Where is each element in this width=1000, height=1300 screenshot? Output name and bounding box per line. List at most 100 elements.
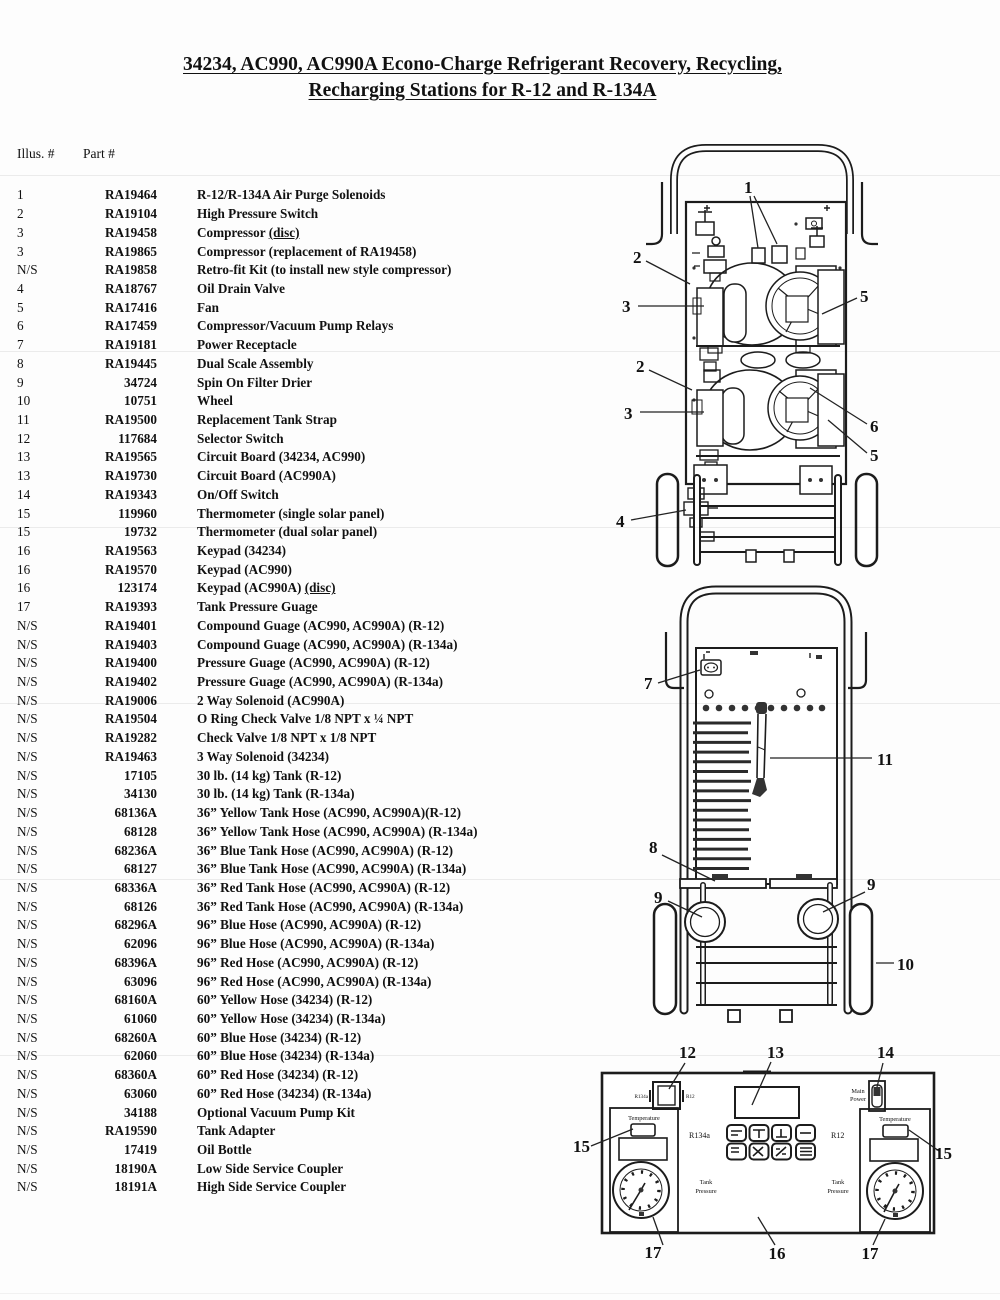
cell-illus-number: 10 [17, 393, 31, 409]
cell-part-number: 68296A [114, 917, 158, 933]
wheel [652, 902, 678, 1016]
left-gauge-module [609, 1107, 679, 1233]
cell-illus-number: N/S [17, 786, 38, 802]
relay [785, 351, 821, 369]
selector-label-r12: R12 [686, 1094, 695, 1100]
cell-illus-number: N/S [17, 805, 38, 821]
tank-pressure-label-line2: Pressure [827, 1188, 849, 1195]
cell-part-number: 68160A [114, 992, 158, 1008]
cell-part-number: RA19181 [104, 337, 157, 353]
callout-13: 13 [767, 1043, 784, 1062]
cell-part-number: 68336A [114, 879, 158, 895]
cell-illus-number: N/S [17, 936, 38, 952]
cell-part-number: RA19464 [104, 187, 157, 203]
cell-illus-number: 5 [17, 299, 24, 315]
cell-description: Oil Drain Valve [197, 280, 285, 296]
table-row: N/S 62096 96” Blue Hose (AC990, AC990A) (R… [17, 935, 477, 954]
lower-frame [693, 474, 842, 566]
cell-illus-number: N/S [17, 692, 38, 708]
cell-description: 30 lb. (14 kg) Tank (R-134a) [197, 786, 355, 802]
cell-illus-number: N/S [17, 1179, 38, 1195]
cell-part-number: 63096 [124, 973, 157, 989]
cell-illus-number: N/S [17, 898, 38, 914]
callout-8: 8 [649, 838, 658, 857]
cell-description: Pressure Guage (AC990, AC990A) (R-12) [197, 655, 430, 671]
callout-7: 7 [644, 674, 653, 693]
cell-description: 96” Red Hose (AC990, AC990A) (R-12) [197, 954, 419, 970]
callout-9: 9 [867, 875, 876, 894]
cell-part-number: RA19565 [104, 449, 157, 465]
cell-part-number: 119960 [118, 505, 157, 521]
relay [740, 351, 776, 369]
callout-12: 12 [679, 1043, 696, 1062]
cell-part-number: RA17416 [104, 299, 157, 315]
cell-illus-number: 16 [17, 561, 31, 577]
filter-drier [684, 901, 726, 943]
cell-description: 96” Blue Hose (AC990, AC990A) (R-134a) [197, 936, 435, 952]
cell-illus-number: N/S [17, 1067, 38, 1083]
cell-illus-number: N/S [17, 973, 38, 989]
air-purge-solenoid [751, 247, 766, 264]
cell-part-number: RA19570 [104, 561, 157, 577]
cell-illus-number: 14 [17, 486, 31, 502]
cell-description: Circuit Board (AC990A) [197, 468, 336, 484]
cell-description: 30 lb. (14 kg) Tank (R-12) [197, 767, 342, 783]
cell-illus-number: 13 [17, 468, 31, 484]
cell-part-number: 63060 [124, 1085, 157, 1101]
thermometer-display [618, 1137, 668, 1161]
cell-illus-number: N/S [17, 730, 38, 746]
cell-part-number: RA19445 [104, 355, 157, 371]
tank-pressure-gauge [612, 1161, 670, 1219]
cell-description: Dual Scale Assembly [197, 355, 314, 371]
cell-illus-number: N/S [17, 748, 38, 764]
cell-part-number: 62096 [124, 936, 157, 952]
column-header-part: Part # [83, 146, 115, 161]
callout-11: 11 [877, 750, 893, 769]
main-power-label-line1: Main [851, 1088, 865, 1095]
cell-part-number: 18190A [114, 1160, 158, 1176]
cell-illus-number: 3 [17, 243, 24, 259]
cell-part-number: 68360A [114, 1067, 158, 1083]
cell-description: 36” Blue Tank Hose (AC990, AC990A) (R-13… [197, 861, 467, 877]
cell-part-number: RA18767 [104, 280, 157, 296]
cell-part-number: RA19730 [104, 468, 157, 484]
cell-description: Wheel [197, 393, 233, 409]
callout-15: 15 [573, 1137, 590, 1156]
cell-illus-number: 17 [17, 599, 31, 615]
power-receptacle [700, 659, 722, 676]
lcd-display [734, 1086, 800, 1119]
cell-description: Tank Pressure Guage [197, 599, 318, 615]
wheel [848, 902, 874, 1016]
keypad-button [795, 1124, 816, 1142]
cell-description: Pressure Guage (AC990, AC990A) (R-134a) [197, 674, 444, 690]
cell-description: 36” Yellow Tank Hose (AC990, AC990A)(R-1… [197, 805, 461, 821]
cell-illus-number: N/S [17, 954, 38, 970]
cell-description: Thermometer (dual solar panel) [197, 524, 378, 540]
cell-illus-number: N/S [17, 992, 38, 1008]
table-header: Illus. # Part # [17, 146, 115, 162]
right-gauge-module [859, 1108, 931, 1233]
selector-switch [649, 1081, 684, 1110]
cell-part-number: 19732 [124, 524, 157, 540]
cell-description: Low Side Service Coupler [197, 1160, 344, 1176]
temperature-label: Temperature [628, 1115, 660, 1122]
accumulator-cylinder [723, 283, 747, 343]
cell-illus-number: N/S [17, 1123, 38, 1139]
cell-description: 60” Yellow Hose (34234) (R-12) [197, 992, 373, 1008]
cell-part-number: 68236A [114, 842, 158, 858]
cell-description: Compound Guage (AC990, AC990A) (R-134a) [197, 636, 458, 652]
vent-slats [693, 721, 751, 870]
cell-illus-number: 13 [17, 449, 31, 465]
cell-description: Keypad (AC990A) (disc) [197, 580, 336, 596]
cell-description: 36” Red Tank Hose (AC990, AC990A) (R-12) [197, 879, 451, 895]
tank-pressure-label-line1: Tank [832, 1179, 845, 1186]
cell-part-number: 68260A [114, 1029, 158, 1045]
cell-illus-number: 15 [17, 505, 31, 521]
cell-description: 3 Way Solenoid (34234) [197, 748, 330, 764]
